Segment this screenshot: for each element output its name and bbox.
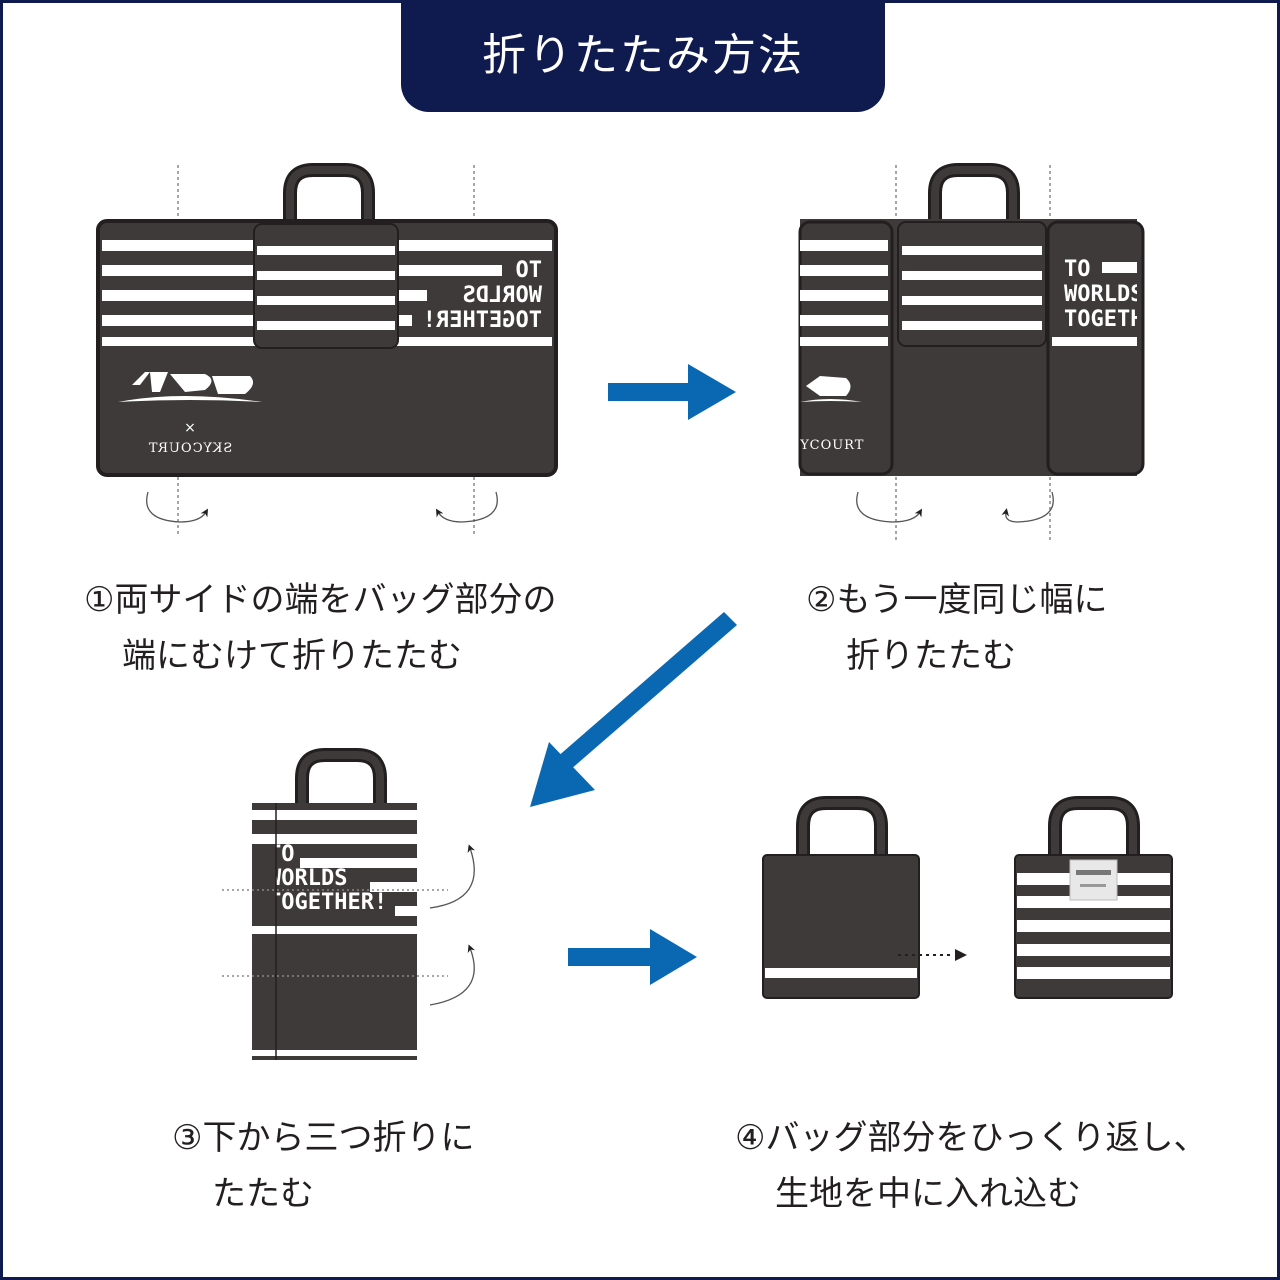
step3-line2: たたむ: [212, 1174, 314, 1214]
page-title: 折りたたみ方法: [401, 0, 885, 112]
svg-text:TO: TO: [1064, 257, 1091, 282]
left-fold-flap: [798, 220, 894, 476]
step2-line2: 折りたたむ: [846, 636, 1016, 676]
svg-text:TOGETHER!: TOGETHER!: [268, 890, 387, 915]
step3-caption: ③下から三つ折りに たたむ: [172, 1110, 474, 1222]
svg-text:TO: TO: [268, 842, 295, 867]
svg-text:SKYCOURT: SKYCOURT: [780, 438, 864, 453]
fold-arrow-left: [146, 491, 209, 523]
svg-text:TOGETHER!: TOGETHER!: [1064, 307, 1183, 332]
pouch-plain: [762, 854, 920, 999]
right-fold-flap: [1046, 220, 1145, 476]
bag-handle: [928, 163, 1020, 222]
svg-text:WORLDS: WORLDS: [268, 866, 347, 891]
step1-figure: TO WORLDS TOGETHER! × SKYCOURT: [96, 163, 558, 535]
mirrored-slogan: TO WORLDS TOGETHER!: [423, 258, 542, 333]
slogan-line1: TO: [516, 258, 543, 283]
bag-handle: [1048, 796, 1140, 858]
bag-pocket: [897, 221, 1047, 347]
brand-logo: × SKYCOURT: [118, 372, 262, 456]
step4-figure: [762, 796, 1173, 999]
arrow-step2-to-step3: [530, 612, 737, 807]
step3-figure: TO WORLDS TOGETHER!: [222, 748, 476, 1060]
bag-handle: [295, 748, 387, 806]
slogan-line2: WORLDS: [463, 283, 542, 308]
arrow-step1-to-step2: [608, 364, 736, 420]
step1-caption: ①両サイドの端をバッグ部分の 端にむけて折りたたむ: [84, 572, 556, 684]
step4-line2: 生地を中に入れ込む: [775, 1174, 1081, 1214]
step1-line1: ①両サイドの端をバッグ部分の: [84, 580, 557, 620]
bag-handle: [796, 796, 888, 858]
slogan-line3: TOGETHER!: [423, 308, 542, 333]
arrow-step3-to-step4: [568, 929, 697, 985]
step3-line1: ③下から三つ折りに: [172, 1118, 475, 1158]
bag-pocket: [253, 223, 399, 349]
brand-text: SKYCOURT: [148, 441, 232, 456]
step1-line2: 端にむけて折りたたむ: [122, 636, 462, 676]
step4-caption: ④バッグ部分をひっくり返し、 生地を中に入れ込む: [735, 1110, 1207, 1222]
bag-handle: [283, 163, 375, 222]
step2-line1: ②もう一度同じ幅に: [806, 580, 1108, 620]
brand-tag: [1069, 859, 1118, 901]
step4-line1: ④バッグ部分をひっくり返し、: [735, 1118, 1208, 1158]
svg-text:WORLDS: WORLDS: [1064, 282, 1143, 307]
fold-arrow-right: [435, 491, 498, 523]
step2-figure: TO WORLDS TOGETHER! SKYCOURT: [780, 163, 1183, 540]
step2-caption: ②もう一度同じ幅に 折りたたむ: [806, 572, 1107, 684]
svg-text:×: ×: [184, 420, 196, 436]
